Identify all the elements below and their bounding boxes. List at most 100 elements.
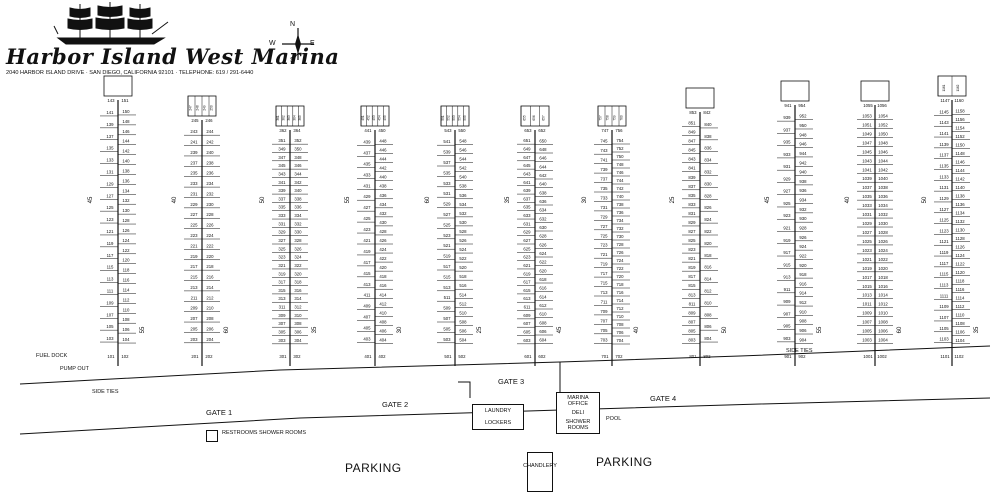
slip-number: 948 [799, 132, 807, 137]
slip-number: 822 [704, 229, 712, 234]
slip-number: 509 [443, 306, 451, 311]
pump-out-label: PUMP OUT [60, 366, 89, 372]
slip-number: 704 [616, 338, 624, 343]
slip-number: 604 [539, 338, 547, 343]
slip-number: 362 [281, 115, 285, 121]
slip-number: 529 [443, 202, 451, 207]
slip-number: 123 [106, 217, 114, 222]
slip-number: 746 [616, 170, 624, 175]
slip-number: 1039 [862, 176, 872, 181]
slip-number: 607 [523, 321, 531, 326]
slip-number: 1017 [862, 275, 872, 280]
slip-number: 106 [122, 327, 130, 332]
slip-number: 818 [704, 253, 712, 258]
slip-number: 441 [364, 128, 372, 133]
slip-number: 1119 [940, 250, 950, 255]
slip-number: 612 [539, 303, 547, 308]
slip-number: 1014 [878, 293, 888, 298]
marina-address: 2040 HARBOR ISLAND DRIVE · SAN DIEGO, CA… [6, 70, 254, 76]
slip-number: 515 [443, 274, 451, 279]
slip-number: 105 [106, 324, 114, 329]
slip-number: 1007 [862, 320, 872, 325]
slip-number: 234 [206, 181, 214, 186]
slip-number: 423 [363, 227, 371, 232]
slip-number: 608 [539, 320, 547, 325]
slip-number: 306 [294, 330, 302, 335]
laundry-label: LAUNDRY [484, 408, 512, 414]
slip-number: 231 [190, 191, 198, 196]
slip-number: 440 [379, 175, 387, 180]
slip-number: 1144 [955, 168, 965, 173]
slip-number: 648 [539, 147, 547, 152]
slip-number: 808 [704, 312, 712, 317]
slip-number: 935 [783, 140, 791, 145]
slip-number: 738 [616, 202, 624, 207]
side-ties-label-2: SIDE TIES [786, 348, 813, 354]
slip-number: 109 [106, 300, 114, 305]
slip-number: 933 [783, 152, 791, 157]
slip-length-label: 35 [505, 196, 511, 203]
slip-number: 610 [539, 312, 547, 317]
slip-length-label: 40 [634, 326, 640, 333]
slip-length-label: 45 [88, 196, 94, 203]
slip-number: 653 [524, 128, 532, 133]
slip-number: 214 [206, 285, 214, 290]
slip-number: 635 [523, 205, 531, 210]
slip-number: 1156 [955, 117, 965, 122]
slip-number: 603 [523, 338, 531, 343]
slip-number: 1106 [955, 329, 965, 334]
slip-number: 1034 [878, 203, 888, 208]
slip-length-label: 40 [845, 196, 851, 203]
slip-number: 630 [539, 225, 547, 230]
slip-number: 238 [206, 160, 214, 165]
slip-number: 1003 [862, 338, 872, 343]
compass-south: S [290, 57, 295, 64]
slip-number: 810 [704, 300, 712, 305]
slip-number: 830 [704, 181, 712, 186]
slip-number: 322 [294, 263, 302, 268]
slip-number: 352 [294, 138, 302, 143]
slip-number: 103 [106, 336, 114, 341]
slip-number: 715 [600, 281, 608, 286]
slip-number: 342 [294, 180, 302, 185]
slip-number: 1103 [939, 337, 949, 342]
slip-number: 1140 [955, 185, 965, 190]
side-ties-label-1: SIDE TIES [92, 389, 119, 395]
slip-number: 1110 [956, 312, 966, 317]
slip-number: 301 [279, 354, 287, 359]
slip-number: 705 [600, 328, 608, 333]
slip-number: 723 [600, 243, 608, 248]
slip-length-label: 35 [312, 326, 318, 333]
gate-1-label: GATE 1 [206, 408, 233, 417]
slip-length-label: 60 [224, 326, 230, 333]
slip-number: 133 [106, 158, 114, 163]
slip-number: 915 [783, 262, 791, 267]
slip-number: 743 [600, 148, 608, 153]
slip-number: 826 [704, 205, 712, 210]
slip-number: 308 [294, 321, 302, 326]
slip-number: 317 [278, 280, 286, 285]
slip-number: 925 [783, 201, 791, 206]
slip-number: 1148 [955, 151, 965, 156]
slip-number: 631 [523, 221, 531, 226]
slip-number: 841 [688, 166, 696, 171]
slip-number: 139 [106, 122, 114, 127]
slip-number: 815 [688, 283, 696, 288]
slip-number: 538 [459, 184, 467, 189]
slip-number: 1035 [862, 194, 872, 199]
slip-number: 819 [688, 265, 696, 270]
slip-number: 836 [704, 146, 712, 151]
slip-number: 435 [363, 161, 371, 166]
slip-number: 934 [799, 198, 807, 203]
slip-number: 541 [443, 139, 451, 144]
slip-number: 1127 [939, 207, 949, 212]
slip-number: 939 [783, 115, 791, 120]
slip-number: 542 [459, 166, 467, 171]
slip-number: 122 [122, 248, 130, 253]
slip-number: 434 [379, 202, 387, 207]
slip-number: 522 [459, 256, 467, 261]
slip-number: 941 [784, 103, 792, 108]
slip-number: 843 [688, 157, 696, 162]
slip-number: 410 [379, 310, 387, 315]
dock-head [685, 87, 715, 109]
